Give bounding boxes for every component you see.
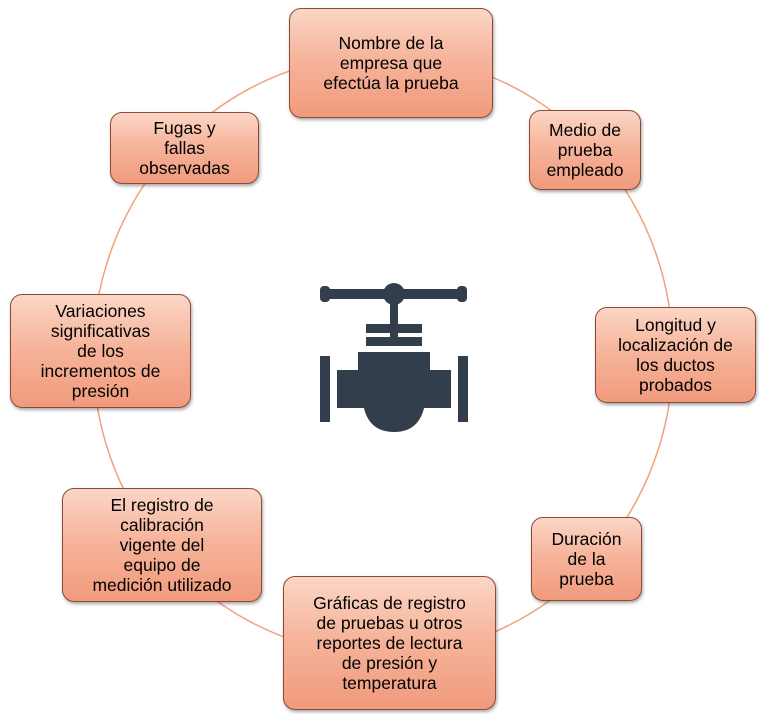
node-line: calibración: [120, 515, 204, 535]
node-line: empresa que: [339, 53, 443, 73]
node-calibration-record: El registro de calibración vigente del e…: [62, 488, 262, 602]
node-line: efectúa la prueba: [323, 73, 459, 93]
node-line: Medio de: [549, 120, 621, 140]
node-graphs-reports: Gráficas de registro de pruebas u otros …: [283, 576, 496, 710]
node-line: Duración: [551, 529, 622, 549]
node-line: medición utilizado: [92, 575, 232, 595]
node-length-location: Longitud y localización de los ductos pr…: [595, 307, 756, 403]
node-company-name: Nombre de la empresa que efectúa la prue…: [289, 8, 493, 118]
node-line: Longitud y: [635, 315, 716, 335]
node-line: significativas: [50, 321, 151, 341]
node-line: los ductos: [636, 355, 715, 375]
node-duration: Duración de la prueba: [531, 517, 642, 601]
node-line: de la: [567, 549, 606, 569]
node-line: prueba: [559, 569, 614, 589]
node-pressure-variations: Variaciones significativas de los increm…: [10, 294, 191, 408]
node-line: observadas: [139, 158, 230, 178]
node-test-medium: Medio de prueba empleado: [529, 110, 641, 190]
node-line: temperatura: [342, 673, 437, 693]
node-line: Nombre de la: [338, 33, 444, 53]
node-line: incrementos de: [40, 361, 161, 381]
node-line: localización de: [618, 335, 733, 355]
node-line: de pruebas u otros: [316, 613, 463, 633]
node-leaks-failures: Fugas y fallas observadas: [110, 112, 259, 184]
node-line: fallas: [164, 138, 205, 158]
node-line: de los: [77, 341, 124, 361]
valve-icon: [310, 270, 478, 436]
node-line: equipo de: [123, 555, 201, 575]
node-line: prueba: [557, 140, 613, 160]
node-line: Gráficas de registro: [313, 593, 466, 613]
node-line: Fugas y: [153, 118, 216, 138]
node-line: presión: [71, 381, 130, 401]
node-line: vigente del: [119, 535, 205, 555]
node-line: El registro de: [110, 495, 214, 515]
node-line: reportes de lectura: [316, 633, 463, 653]
node-line: de presión y: [341, 653, 438, 673]
node-line: probados: [639, 375, 712, 395]
node-line: empleado: [546, 160, 624, 180]
node-line: Variaciones: [55, 301, 146, 321]
